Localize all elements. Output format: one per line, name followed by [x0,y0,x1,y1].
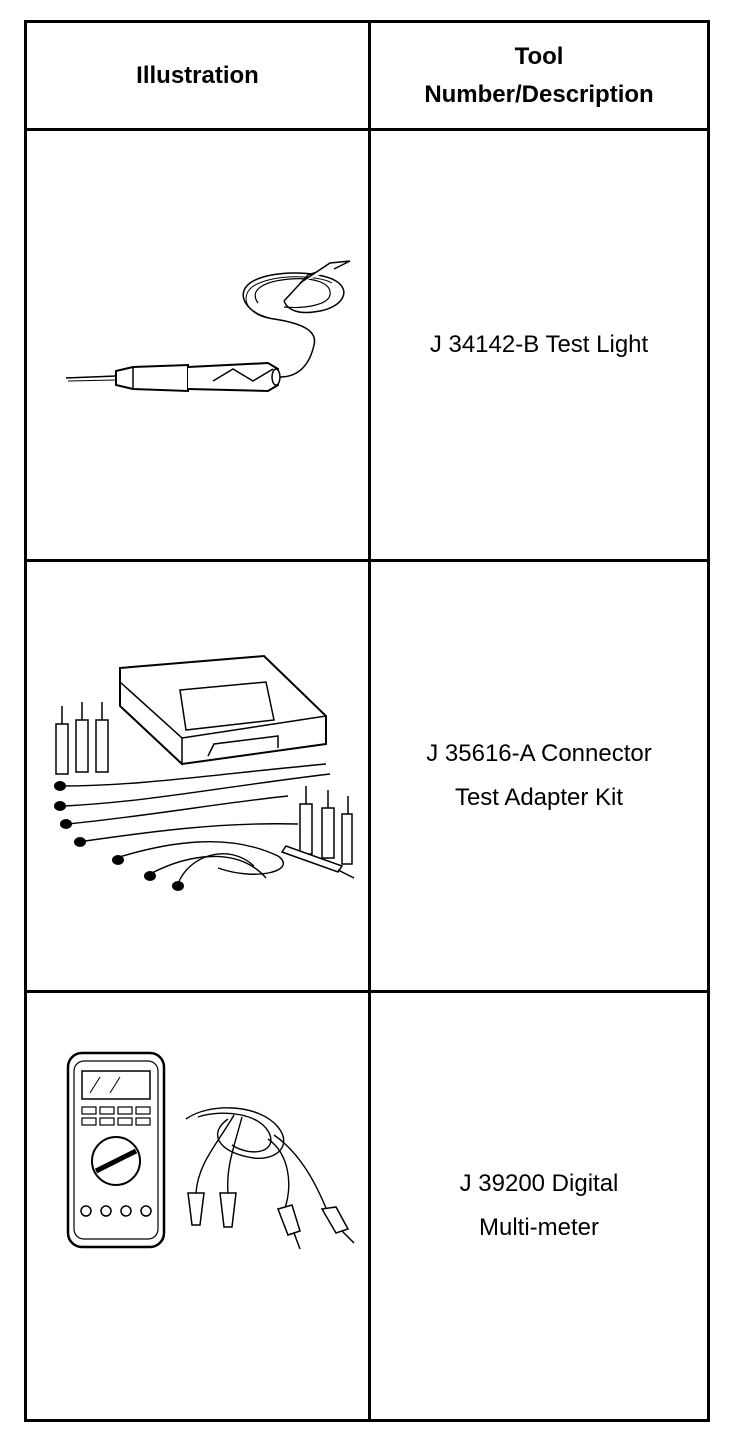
header-illustration: Illustration [27,23,368,128]
multimeter-illustration-cell [27,993,368,1419]
multimeter-description-line1: J 39200 Digital [459,1170,619,1197]
connector-kit-description-cell: J 35616-A Connector Test Adapter Kit [371,562,707,990]
header-number-description-label: Number/Description [424,80,654,108]
column-divider [368,23,371,1419]
row-divider [27,128,707,131]
test-light-description: J 34142-B Test Light [429,331,649,358]
digital-multimeter-icon [66,1051,355,1250]
test-light-description-cell: J 34142-B Test Light [371,131,707,559]
multimeter-description-line2: Multi-meter [478,1214,599,1241]
header-tool-label: Tool [514,42,564,70]
tool-table: Illustration Tool Number/Description [24,20,710,1422]
connector-kit-description-line2: Test Adapter Kit [454,784,624,811]
connector-kit-illustration-cell [27,562,368,990]
header-tool-description: Tool Number/Description [371,23,707,128]
test-light-illustration-cell [27,131,368,559]
connector-kit-description-line1: J 35616-A Connector [426,740,652,767]
header-illustration-label: Illustration [136,61,259,89]
connector-test-adapter-kit-icon [53,654,354,891]
test-light-icon [65,260,350,393]
row-divider [27,559,707,562]
multimeter-description-cell: J 39200 Digital Multi-meter [371,993,707,1419]
row-divider [27,990,707,993]
